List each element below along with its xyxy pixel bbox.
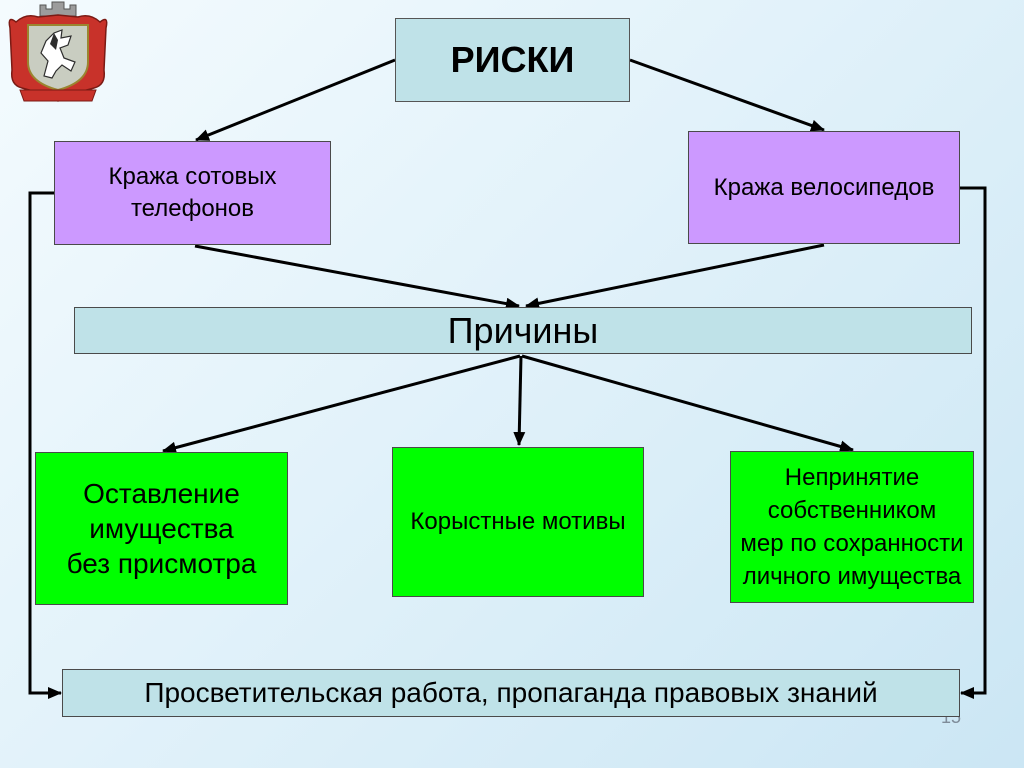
arrow-risks-to-bikes	[629, 58, 825, 132]
measure-box: Просветительская работа, пропаганда прав…	[62, 669, 960, 717]
risk-phone-theft-line: Кража сотовых	[108, 163, 277, 190]
risks-box: РИСКИ	[395, 18, 630, 102]
causes-box: Причины	[74, 307, 972, 354]
cause-line: мер по сохранности	[740, 530, 964, 557]
cause-line: Непринятие	[784, 464, 920, 491]
arrow-causes-to-greed	[513, 355, 526, 446]
connector-bikes-to-measure	[960, 186, 987, 699]
emblem-horse-mane	[50, 33, 58, 50]
emblem-ribbon	[19, 89, 97, 102]
risk-phone-theft-box: Кража сотовых телефонов	[54, 141, 331, 245]
cause-line: собственником	[767, 497, 937, 524]
arrow-bikes-to-causes	[525, 243, 825, 310]
risk-phone-theft-line: телефонов	[130, 195, 255, 222]
causes-header: Причины	[447, 309, 599, 351]
emblem-crown	[39, 1, 77, 17]
risk-bike-theft-box: Кража велосипедов	[688, 131, 960, 244]
risks-title: РИСКИ	[450, 39, 575, 80]
cause-line: Оставление	[83, 478, 240, 509]
measure-text: Просветительская работа, пропаганда прав…	[144, 677, 878, 708]
emblem-horse	[40, 29, 76, 79]
coat-of-arms-icon	[8, 1, 108, 102]
risk-bike-theft-line: Кража велосипедов	[713, 173, 935, 201]
cause-unattended-property-box: Оставление имущества без присмотра	[35, 452, 288, 605]
connector-phones-to-measure	[28, 191, 62, 699]
cause-line: Корыстные мотивы	[410, 508, 626, 535]
cause-line: без присмотра	[66, 548, 257, 579]
cause-owner-negligence-box: Непринятие собственником мер по сохранно…	[730, 451, 974, 603]
arrow-causes-to-unattended	[162, 354, 521, 454]
cause-line: личного имущества	[742, 563, 962, 590]
arrow-phones-to-causes	[194, 244, 520, 310]
cause-greed-box: Корыстные мотивы	[392, 447, 644, 597]
arrow-risks-to-phones	[195, 58, 396, 142]
cause-line: имущества	[89, 513, 234, 544]
arrow-causes-to-negligence	[521, 354, 854, 453]
